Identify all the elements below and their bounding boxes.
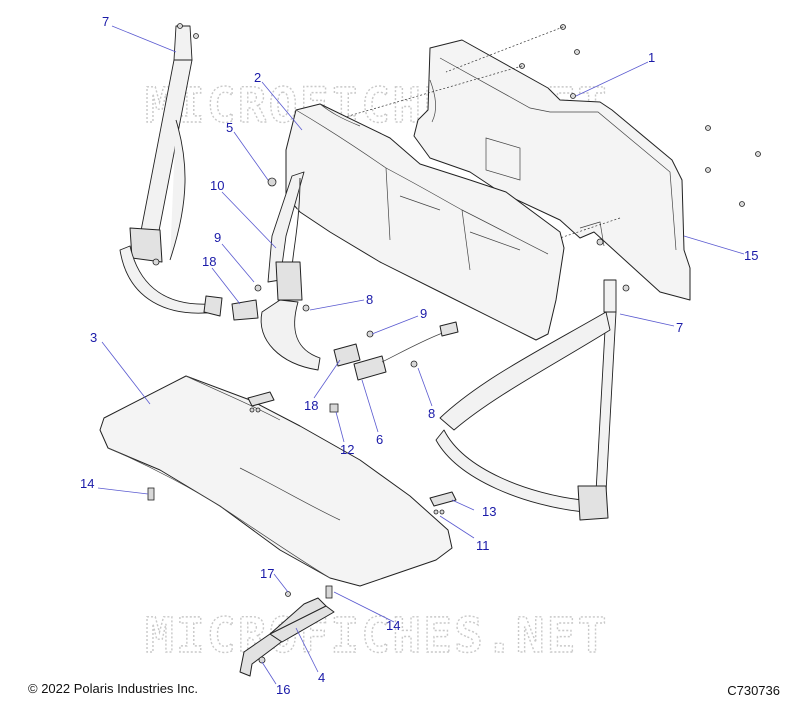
callout-14-left: 14	[80, 476, 94, 491]
callout-10: 10	[210, 178, 224, 193]
hardware	[147, 23, 457, 664]
callout-8-upper: 8	[366, 292, 373, 307]
figure-id: C730736	[727, 683, 780, 698]
callout-8-lower: 8	[428, 406, 435, 421]
callout-9-left: 9	[214, 230, 221, 245]
callout-11: 11	[476, 538, 490, 553]
callouts: 7 1 2 5 10 9 18 8 9 3 18 6 8 12 7 15 13 …	[80, 14, 758, 697]
callout-12: 12	[340, 442, 354, 457]
callout-18-right: 18	[304, 398, 318, 413]
callout-15: 15	[744, 248, 758, 263]
callout-18-left: 18	[202, 254, 216, 269]
callout-14-bottom: 14	[386, 618, 400, 633]
watermark-bottom: MICROFICHES.NET	[145, 608, 608, 664]
right-seatbelt	[435, 279, 617, 521]
callout-17: 17	[260, 566, 274, 581]
callout-6: 6	[376, 432, 383, 447]
callout-13: 13	[482, 504, 496, 519]
copyright-notice: © 2022 Polaris Industries Inc.	[28, 681, 198, 696]
callout-7-right: 7	[676, 320, 683, 335]
left-seatbelt	[119, 25, 223, 317]
leader-lines	[97, 25, 745, 685]
callout-3: 3	[90, 330, 97, 345]
callout-16: 16	[276, 682, 290, 697]
callout-2: 2	[254, 70, 261, 85]
callout-5: 5	[226, 120, 233, 135]
buckle-assemblies	[231, 299, 459, 381]
callout-7-left: 7	[102, 14, 109, 29]
rear-panel	[413, 39, 691, 301]
seat-bottom-cushion	[99, 375, 453, 587]
callout-1: 1	[648, 50, 655, 65]
center-seatbelt	[260, 171, 321, 371]
callout-4: 4	[318, 670, 325, 685]
callout-9-right: 9	[420, 306, 427, 321]
panel-fasteners	[519, 24, 761, 292]
seat-bracket	[239, 597, 335, 677]
